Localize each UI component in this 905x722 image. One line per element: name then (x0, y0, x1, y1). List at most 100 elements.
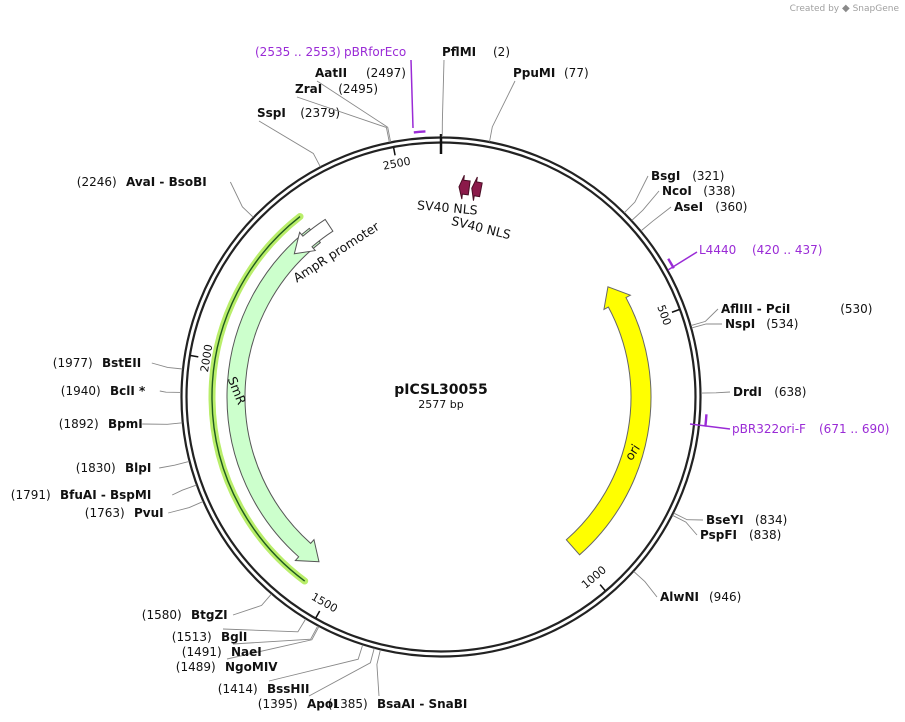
site-connector (633, 571, 658, 598)
primer-range: (420 .. 437) (752, 243, 822, 257)
site-naei[interactable]: (1491)NaeI (182, 645, 262, 659)
credit: Created by ◆ SnapGene (790, 3, 899, 14)
site-bsgi[interactable]: BsgI (321) (651, 169, 724, 183)
tick-mark (599, 584, 606, 592)
site-position: (1830) (76, 461, 116, 475)
site-alwni[interactable]: AlwNI(946) (660, 590, 741, 604)
site-name[interactable]: PvuI (134, 506, 164, 520)
site-nspi[interactable]: NspI(534) (725, 317, 798, 331)
site-pvui[interactable]: (1763) PvuI (85, 506, 164, 520)
site-name[interactable]: SspI (257, 106, 286, 120)
site-name[interactable]: BclI * (110, 384, 146, 398)
site-name[interactable]: NgoMIV (225, 660, 278, 674)
primer-connector (667, 251, 698, 271)
sv40-nls-arrow (471, 176, 483, 201)
site-connector (700, 391, 731, 394)
site-blpi[interactable]: (1830) BlpI (76, 461, 152, 475)
site-name[interactable]: AlwNI (660, 590, 699, 604)
site-name[interactable]: PpuMI (513, 66, 555, 80)
smr-feature-arrow (226, 227, 322, 563)
site-position: (2495) (338, 82, 378, 96)
site-position: (1489) (176, 660, 216, 674)
site-sspi[interactable]: SspI(2379) (257, 106, 340, 120)
tick-mark (190, 354, 199, 358)
site-name[interactable]: NspI (725, 317, 755, 331)
primer-name[interactable]: pBR322ori-F (732, 422, 806, 436)
site-name[interactable]: AseI (674, 200, 703, 214)
site-name[interactable]: NaeI (231, 645, 262, 659)
site-bcli[interactable]: (1940)BclI * (61, 384, 146, 398)
site-name[interactable]: ApoI (307, 697, 338, 711)
tick-label: 1500 (309, 590, 340, 615)
site-connector (168, 501, 204, 514)
backbone (180, 134, 702, 658)
site-pflmi[interactable]: PflMI(2) (442, 45, 510, 59)
site-name[interactable]: BsgI (651, 169, 680, 183)
site-avai-bsobi[interactable]: (2246)AvaI - BsoBI (77, 175, 207, 189)
site-aatii[interactable]: AatII(2497) (315, 66, 406, 80)
site-btgzi[interactable]: (1580)BtgZI (142, 608, 228, 622)
site-bsteii[interactable]: (1977)BstEII (53, 356, 141, 370)
site-bfuai-bspmi[interactable]: (1791)BfuAI - BspMI (11, 488, 151, 502)
tick-label: 2500 (382, 155, 412, 173)
site-bgli[interactable]: (1513)BglI (172, 630, 248, 644)
site-connector (226, 626, 320, 660)
site-name[interactable]: NcoI (662, 184, 692, 198)
site-name[interactable]: AatII (315, 66, 347, 80)
tick-mark (671, 308, 680, 313)
site-name[interactable]: PspFI (700, 528, 737, 542)
site-name[interactable]: BpmI (108, 417, 143, 431)
site-name[interactable]: BlpI (125, 461, 151, 475)
site-ngomiv[interactable]: (1489) NgoMIV (176, 660, 278, 674)
restriction-sites: PflMI(2)PpuMI(77)BsgI(321)NcoI(338)AseI(… (11, 45, 873, 711)
sv40-nls-label: SV40 NLS (417, 197, 479, 217)
site-name[interactable]: BsaAI - SnaBI (377, 697, 467, 711)
primer-pbrforeco[interactable]: pBRforEco(2535 .. 2553) (255, 45, 406, 59)
site-pspfi[interactable]: PspFI(838) (700, 528, 781, 542)
site-name[interactable]: BglI (221, 630, 247, 644)
site-bsaai-snabi[interactable]: (1385)BsaAI - SnaBI (328, 697, 468, 711)
site-name[interactable]: AvaI - BsoBI (126, 175, 207, 189)
site-connector (376, 649, 381, 697)
site-apoi[interactable]: (1395)ApoI (258, 697, 338, 711)
site-zrai[interactable]: ZraI (2495) (295, 82, 378, 96)
site-name[interactable]: BtgZI (191, 608, 228, 622)
site-drdi[interactable]: DrdI(638) (733, 385, 806, 399)
site-name[interactable]: PflMI (442, 45, 476, 59)
ori-feature-arrow (565, 286, 652, 556)
site-name[interactable]: ZraI (295, 82, 322, 96)
tick-label: 500 (654, 303, 673, 327)
site-bseyi[interactable]: BseYI(834) (706, 513, 787, 527)
site-connector (316, 80, 392, 143)
smr-strand-arc (211, 215, 306, 582)
primer-pbr322ori-f[interactable]: pBR322ori-F(671 .. 690) (732, 422, 889, 436)
primer-name[interactable]: pBRforEco (344, 45, 406, 59)
site-connector (441, 59, 445, 138)
site-ncoi[interactable]: NcoI(338) (662, 184, 735, 198)
primer-name[interactable]: L4440 (699, 243, 736, 257)
site-name[interactable]: BfuAI - BspMI (60, 488, 151, 502)
primers: pBRforEco(2535 .. 2553) L4440 (420 .. 437)… (255, 45, 889, 436)
site-name[interactable]: AflIII - PciI (721, 302, 790, 316)
site-connector (640, 206, 672, 232)
primer-l4440[interactable]: L4440 (420 .. 437) (699, 243, 822, 257)
site-position: (1892) (59, 417, 99, 431)
site-afliii-pcii[interactable]: AflIII - PciI(530) (721, 302, 872, 316)
site-name[interactable]: DrdI (733, 385, 762, 399)
site-name[interactable]: BssHII (267, 682, 309, 696)
site-asei[interactable]: AseI(360) (674, 200, 747, 214)
tick-label: 1000 (579, 563, 609, 591)
site-connector (151, 362, 183, 370)
site-name[interactable]: BstEII (102, 356, 141, 370)
site-bsshii[interactable]: (1414) BssHII (218, 682, 310, 696)
site-bpmi[interactable]: (1892) BpmI (59, 417, 143, 431)
site-name[interactable]: BseYI (706, 513, 744, 527)
site-position: (321) (692, 169, 724, 183)
primer-mark (704, 414, 708, 427)
site-ppumi[interactable]: PpuMI(77) (513, 66, 589, 80)
site-position: (1763) (85, 506, 125, 520)
site-connector (142, 422, 183, 425)
site-connector (232, 593, 272, 616)
plasmid-name: pICSL30055 (394, 382, 487, 398)
site-position: (1414) (218, 682, 258, 696)
